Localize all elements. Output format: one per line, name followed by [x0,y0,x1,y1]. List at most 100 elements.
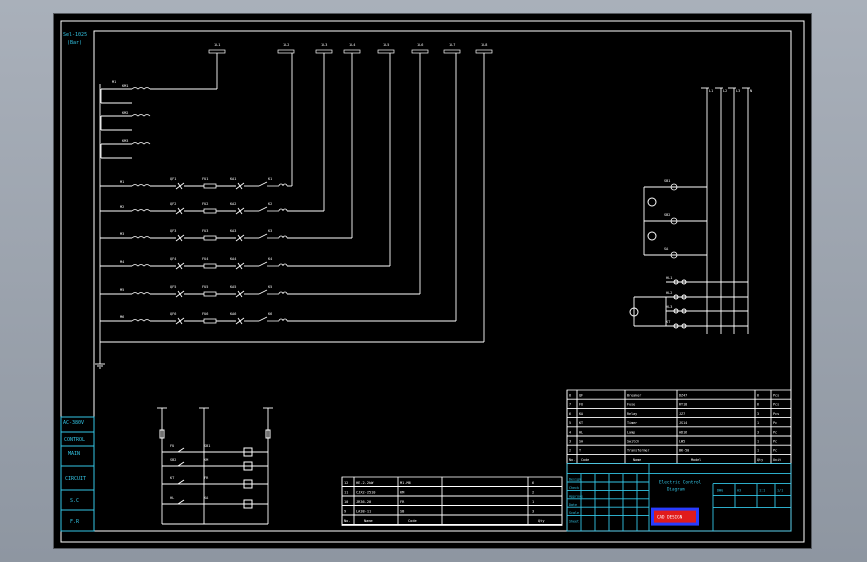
switch-contact [673,323,679,329]
switch-contact [681,279,687,285]
right-switch-label-1: HL1 [666,276,672,280]
relay-symbol [237,290,243,298]
title-upper-cell: Pcs [773,412,779,416]
control-coil [243,461,253,471]
title-upper-cell: T [579,449,581,453]
bus-terminal-1 [208,49,226,54]
parts-cell: 11 [344,491,348,495]
title-upper-cell: 1 [757,449,759,453]
feeder-motor-coil [131,319,151,322]
control-contact [177,479,185,485]
side-cell-4: CIRCUIT [65,476,86,482]
relay-symbol [237,262,243,270]
bus-terminal-4 [343,49,361,54]
title-upper-cell: LW5 [679,440,685,444]
title-lower-frame [566,463,792,532]
title-upper-cell: KA [579,412,583,416]
drawing-title: Electric Control [659,480,702,486]
feeder-breaker-label: QF2 [170,202,176,206]
control-label: FU [170,444,174,448]
bus-label-8: 1L8 [481,43,487,47]
bus-label-1: 1L1 [214,43,220,47]
switch-contact [673,308,679,314]
side-cell-2: CONTROL [64,437,85,443]
control-label: SB1 [204,444,210,448]
title-upper-cell: Switch [627,440,639,444]
parts-cell: HE-2.2kW [356,481,374,485]
title-upper-cell: Pc [773,440,777,444]
control-fuse [265,429,271,439]
contact-arc [278,291,288,295]
feeder-relay-label: KA4 [230,257,236,261]
control-coil [243,447,253,457]
right-bus-label-2: L2 [723,89,727,93]
right-bus-label-4: N [750,89,752,93]
title-upper-cell: 6 [757,403,759,407]
title-block-field: DWG [717,489,723,493]
title-upper-cell: FU [579,403,583,407]
parts-cell: 3 [532,510,534,514]
feeder-relay-label: KA1 [230,177,236,181]
contact-symbol [258,206,279,212]
contact-symbol [258,316,279,322]
parts-frame [341,476,563,526]
feeder-breaker-label: QF4 [170,257,176,261]
feeder-motor-label: M6 [120,315,124,319]
control-contact [177,499,185,505]
title-block-field: 1:1 [759,489,765,493]
schematic-canvas: Sel-1025 (Bar) AC-380V CONTROL MAIN CIRC… [60,20,805,543]
right-bus-label-1: L1 [709,89,713,93]
contact-arc [278,208,288,212]
bus-label-6: 1L6 [417,43,423,47]
title-upper-cell: Lamp [627,430,635,434]
coil-label-3: KM3 [122,139,128,143]
fuse-symbol [203,235,217,241]
title-upper-cell: 6 [569,412,571,416]
parts-cell: 10 [344,500,348,504]
title-upper-header: Qty [757,458,763,462]
fuse-symbol [203,291,217,297]
relay-symbol [237,317,243,325]
title-upper-cell: 4 [569,430,571,434]
title-upper-cell: JS14 [679,421,687,425]
feeder-relay-label: KA6 [230,312,236,316]
parts-cell: KM [400,491,405,495]
title-upper-cell: Pc [773,449,777,453]
feeder-motor-label: M1 [120,180,124,184]
right-switch-label-4: KT [666,320,671,324]
title-upper-cell: 3 [757,430,759,434]
control-label: KT [170,476,175,480]
bus-terminal-8 [475,49,493,54]
bus-label-2: 1L2 [283,43,289,47]
parts-cell: SB [400,510,404,514]
feeder-contact-label: K5 [268,285,272,289]
title-block-label-3: Approve [569,494,583,498]
feeder-contact-label: K4 [268,257,272,261]
lamp-symbol [670,217,678,225]
coil-loop-1: KM1 [100,84,151,104]
control-contact [177,461,185,467]
contact-symbol [258,261,279,267]
parts-header-cell: Name [364,519,373,523]
feeder-breaker-label: QF3 [170,229,176,233]
bus-label-5: 1L5 [383,43,389,47]
title-upper-cell: QF [579,394,583,398]
feeder-relay-label: KA5 [230,285,236,289]
coil-winding [131,114,151,117]
parts-cell: CJX2-2510 [356,491,375,495]
control-label: KM [204,458,208,462]
side-top-line-2: (Bar) [67,40,82,46]
title-upper-cell: 1 [757,440,759,444]
title-upper-cell: Relay [627,412,637,416]
title-block-label-1: Design [569,478,581,482]
feeder-motor-label: M4 [120,260,124,264]
title-upper-header: Unit [773,458,781,462]
lamp-symbol [670,251,678,259]
right-label-1: SB1 [664,179,670,183]
bus-terminal-5 [377,49,395,54]
title-upper-cell: Pc [773,430,777,434]
